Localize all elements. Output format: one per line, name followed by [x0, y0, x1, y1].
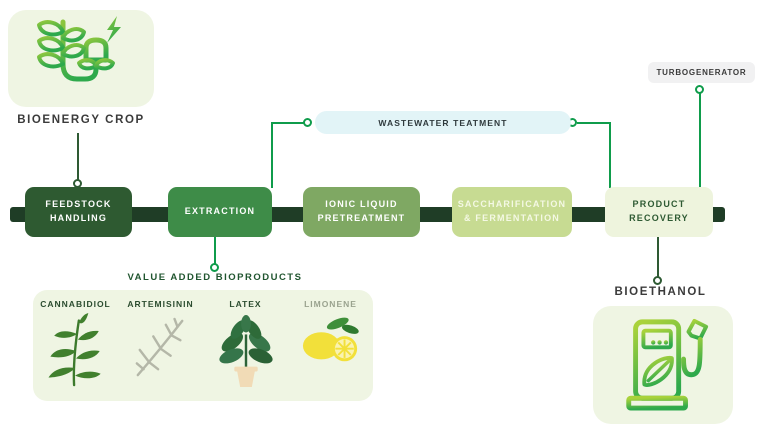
latex-label: LATEX [229, 299, 262, 309]
step-label-line: IONIC LIQUID [325, 199, 398, 210]
step-label-line: PRETREATMENT [317, 213, 406, 223]
step-label-line: HANDLING [49, 213, 108, 223]
bioproduct-artemisinin: ARTEMISININ [121, 299, 201, 381]
step-ionic-liquid-pretreatment: IONIC LIQUID PRETREATMENT [303, 187, 420, 237]
step-extraction: EXTRACTION [168, 187, 272, 237]
artemisia-branch-icon [132, 313, 190, 381]
connector-node [653, 276, 662, 285]
bioproduct-cannabidiol: CANNABIDIOL [36, 299, 116, 387]
wastewater-treatment-pill: WASTEWATER TEATMENT [315, 111, 571, 134]
step-label-line: PRODUCT [632, 199, 686, 210]
fuel-pump-leaf-icon [616, 313, 710, 418]
connector-node [210, 263, 219, 272]
step-product-recovery: PRODUCT RECOVERY [605, 187, 713, 237]
bioenergy-crop-card [8, 10, 154, 107]
bioproduct-limonene: LIMONENE [291, 299, 371, 367]
plant-plug-icon [32, 14, 130, 103]
value-added-bioproducts-title: VALUE ADDED BIOPRODUCTS [127, 272, 303, 283]
turbogenerator-label: TURBOGENERATOR [656, 68, 747, 77]
limonene-label: LIMONENE [304, 299, 357, 309]
connector-extraction-bioproducts [214, 237, 216, 264]
connector-wastewater-extraction [271, 122, 273, 188]
bioethanol-label: BIOETHANOL [614, 286, 707, 298]
connector-wastewater-recovery [609, 122, 611, 188]
cannabis-plant-icon [47, 313, 105, 387]
step-label-line: & FERMENTATION [464, 213, 560, 223]
step-label-line: SACCHARIFICATION [457, 199, 567, 210]
bioethanol-card [593, 306, 733, 424]
step-saccharification-fermentation: SACCHARIFICATION & FERMENTATION [452, 187, 572, 237]
wastewater-treatment-label: WASTEWATER TEATMENT [378, 117, 508, 128]
connector-bioenergy-feedstock [77, 133, 79, 181]
turbogenerator-pill: TURBOGENERATOR [648, 62, 755, 83]
connector-node [303, 118, 312, 127]
connector-wastewater-extraction [271, 122, 304, 124]
bioproducts-card: CANNABIDIOL ARTEMISININ [33, 290, 373, 401]
cannabidiol-label: CANNABIDIOL [40, 299, 111, 309]
step-feedstock-handling: FEEDSTOCK HANDLING [25, 187, 132, 237]
connector-wastewater-recovery [577, 122, 611, 124]
step-label-line: RECOVERY [629, 213, 689, 223]
artemisinin-label: ARTEMISININ [127, 299, 194, 309]
step-label-line: EXTRACTION [184, 206, 256, 217]
lightning-bolt-icon [107, 16, 121, 43]
connector-turbogenerator-recovery [699, 93, 701, 188]
bioproduct-latex: LATEX [206, 299, 286, 389]
step-label-line: FEEDSTOCK [45, 199, 112, 210]
connector-recovery-bioethanol [657, 237, 659, 277]
lemons-icon [301, 313, 361, 367]
potted-plant-icon [218, 313, 274, 389]
bioenergy-crop-label: BIOENERGY CROP [17, 114, 145, 126]
